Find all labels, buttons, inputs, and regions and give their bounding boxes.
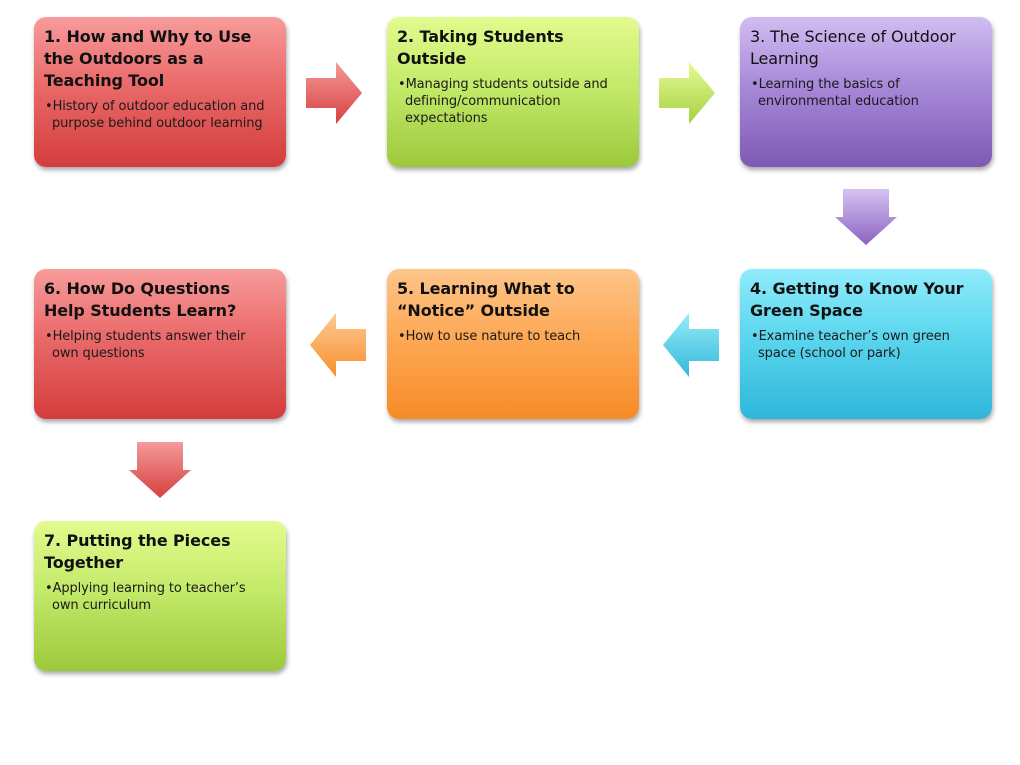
arrow-right-icon — [306, 62, 362, 124]
step-2-title: 2. Taking Students Outside — [397, 27, 564, 68]
step-4-box: 4. Getting to Know Your Green Space •Exa… — [740, 269, 992, 419]
arrow-right-icon — [659, 62, 715, 124]
arrow-down-icon — [835, 189, 897, 245]
step-5-title: 5. Learning What to “Notice” Outside — [397, 279, 575, 320]
step-3-box: 3. The Science of Outdoor Learning •Lear… — [740, 17, 992, 167]
step-3-bullet: •Learning the basics of environmental ed… — [751, 77, 919, 109]
step-5-bullet: •How to use nature to teach — [398, 329, 581, 344]
step-1-box: 1. How and Why to Use the Outdoors as a … — [34, 17, 286, 167]
step-7-title: 7. Putting the Pieces Together — [44, 531, 231, 572]
step-7-bullet: •Applying learning to teacher’s own curr… — [45, 581, 246, 613]
step-3-title: 3. The Science of Outdoor Learning — [750, 27, 956, 68]
step-2-bullet: •Managing students outside and defining/… — [398, 77, 608, 126]
step-5-box: 5. Learning What to “Notice” Outside •Ho… — [387, 269, 639, 419]
arrow-down-icon — [129, 442, 191, 498]
arrow-left-icon — [310, 313, 366, 377]
step-7-box: 7. Putting the Pieces Together •Applying… — [34, 521, 286, 671]
step-4-title: 4. Getting to Know Your Green Space — [750, 279, 964, 320]
arrow-left-icon — [663, 313, 719, 377]
step-1-title: 1. How and Why to Use the Outdoors as a … — [44, 27, 252, 90]
step-2-box: 2. Taking Students Outside •Managing stu… — [387, 17, 639, 167]
step-6-box: 6. How Do Questions Help Students Learn?… — [34, 269, 286, 419]
step-4-bullet: •Examine teacher’s own green space (scho… — [751, 329, 950, 361]
step-1-bullet: •History of outdoor education and purpos… — [45, 99, 265, 131]
step-6-title: 6. How Do Questions Help Students Learn? — [44, 279, 237, 320]
step-6-bullet: •Helping students answer their own quest… — [45, 329, 246, 361]
